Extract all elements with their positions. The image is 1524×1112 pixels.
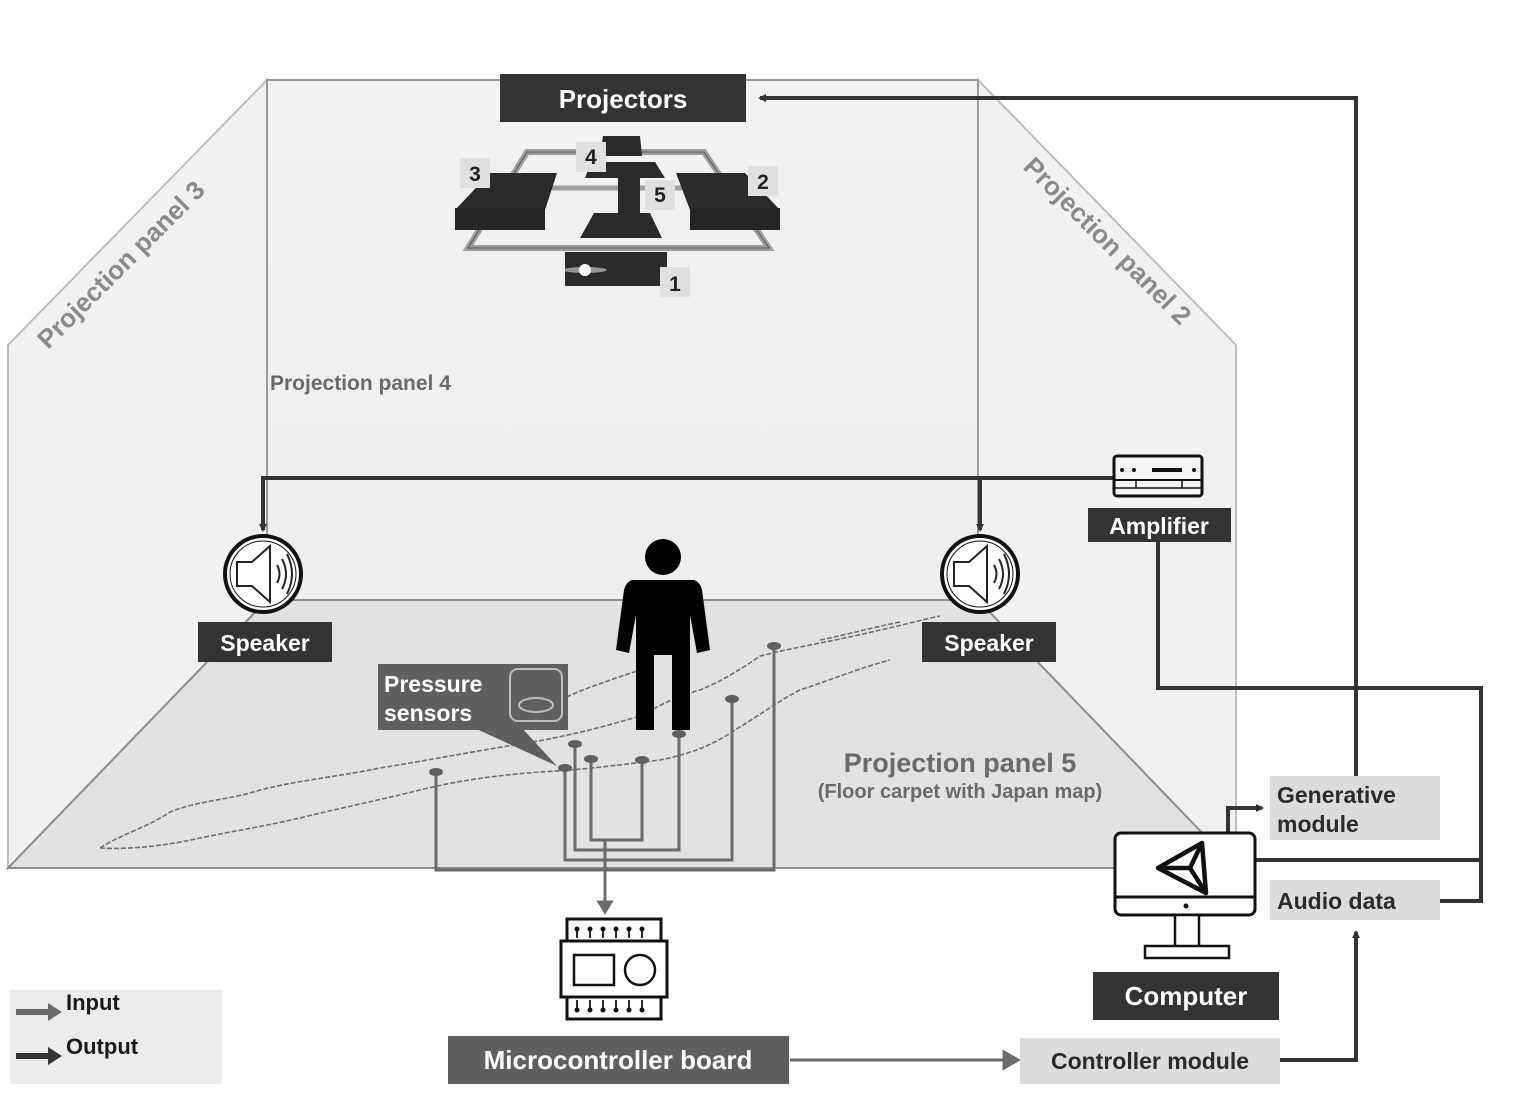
svg-text:Pressure: Pressure — [384, 671, 482, 697]
projectors-label[interactable]: Projectors — [500, 74, 746, 122]
panel-5-sublabel: (Floor carpet with Japan map) — [818, 781, 1102, 803]
amplifier-icon — [1112, 454, 1204, 498]
svg-text:Projectors: Projectors — [559, 84, 688, 114]
amplifier[interactable]: Amplifier — [1088, 454, 1231, 542]
speaker-left[interactable]: Speaker — [198, 534, 332, 662]
projector-number-3: 3 — [460, 158, 490, 188]
input-connections — [434, 646, 1022, 1071]
panel-5-label: Projection panel 5 — [844, 748, 1077, 778]
svg-text:Computer: Computer — [1125, 981, 1248, 1011]
svg-text:Amplifier: Amplifier — [1109, 513, 1209, 539]
generative-module[interactable]: Generative module — [1270, 776, 1440, 840]
svg-text:module: module — [1277, 811, 1359, 837]
projector-number-2: 2 — [748, 166, 778, 196]
japan-map — [99, 615, 941, 850]
svg-text:Generative: Generative — [1277, 782, 1396, 808]
person-icon — [616, 539, 710, 730]
svg-text:2: 2 — [757, 171, 769, 194]
svg-text:Speaker: Speaker — [944, 630, 1034, 656]
svg-text:Speaker: Speaker — [220, 630, 310, 656]
svg-text:sensors: sensors — [384, 700, 472, 726]
microcontroller-icon — [559, 917, 669, 1021]
pressure-sensor-nodes — [429, 642, 781, 776]
legend: Input Output — [10, 990, 222, 1084]
pressure-sensor-icon — [509, 668, 563, 722]
speaker-right[interactable]: Speaker — [922, 534, 1056, 662]
computer[interactable]: Computer — [1093, 831, 1279, 1020]
projector-number-5: 5 — [645, 180, 675, 210]
svg-text:5: 5 — [654, 184, 666, 207]
svg-text:Output: Output — [66, 1034, 139, 1059]
controller-module[interactable]: Controller module — [1020, 1038, 1280, 1084]
computer-icon — [1113, 831, 1257, 960]
pressure-sensors-callout[interactable]: Pressure sensors — [378, 664, 568, 766]
output-connections — [259, 94, 1483, 1062]
svg-text:Audio data: Audio data — [1277, 888, 1396, 914]
svg-text:3: 3 — [469, 163, 481, 186]
projection-panel-4 — [266, 79, 979, 601]
panel-4-label: Projection panel 4 — [270, 372, 451, 395]
unity-logo-icon — [1155, 840, 1209, 896]
projector-number-1: 1 — [660, 267, 690, 297]
projector-number-4: 4 — [576, 142, 606, 172]
legend-output: Output — [16, 1034, 139, 1065]
svg-text:Controller module: Controller module — [1051, 1048, 1249, 1074]
svg-text:Input: Input — [66, 990, 120, 1015]
projector-array — [455, 136, 780, 286]
svg-text:4: 4 — [585, 146, 597, 169]
svg-text:1: 1 — [669, 273, 681, 296]
speaker-icon — [940, 534, 1020, 614]
speaker-icon — [223, 534, 303, 614]
microcontroller-board[interactable]: Microcontroller board — [448, 917, 789, 1084]
svg-text:Microcontroller board: Microcontroller board — [484, 1045, 753, 1075]
audio-data-module[interactable]: Audio data — [1270, 880, 1440, 920]
legend-input: Input — [16, 990, 120, 1021]
